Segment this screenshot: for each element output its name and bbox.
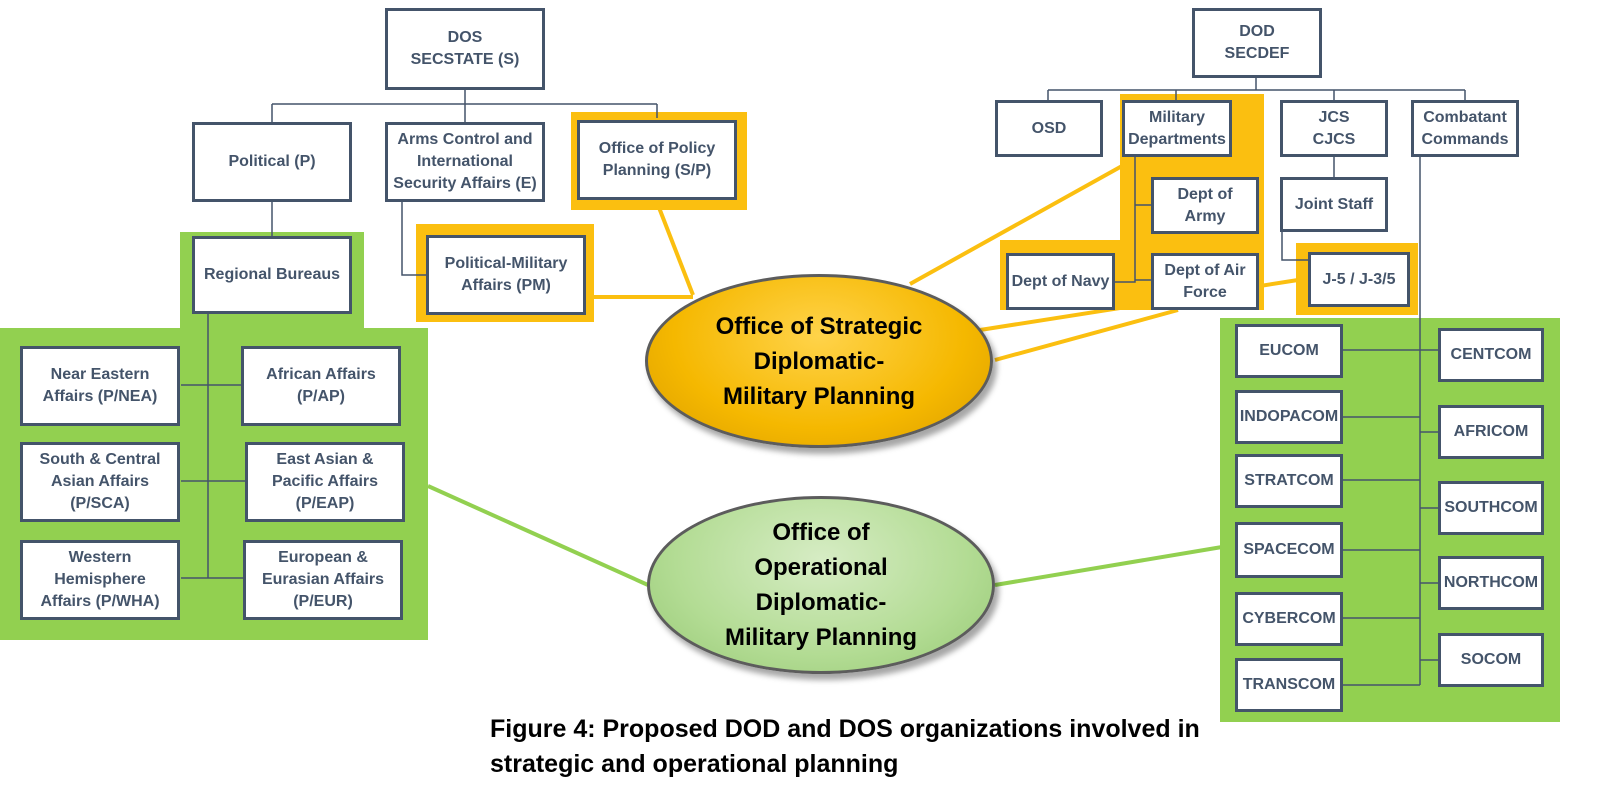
indopacom-box: INDOPACOM <box>1235 390 1343 444</box>
combatant-commands-box: Combatant Commands <box>1411 100 1519 157</box>
cybercom-box: CYBERCOM <box>1235 592 1343 646</box>
southcom-box: SOUTHCOM <box>1438 481 1544 535</box>
joint-staff-box: Joint Staff <box>1280 177 1388 232</box>
operational-connectors <box>427 484 1223 587</box>
socom-box: SOCOM <box>1438 633 1544 687</box>
dept-army-box: Dept of Army <box>1151 177 1259 234</box>
office-operational-planning-oval: Office of Operational Diplomatic- Milita… <box>647 496 995 674</box>
dos-secstate-box: DOS SECSTATE (S) <box>385 8 545 90</box>
european-eurasian-affairs-box: European & Eurasian Affairs (P/EUR) <box>243 540 403 620</box>
dod-secdef-box: DOD SECDEF <box>1192 8 1322 78</box>
military-departments-box: Military Departments <box>1122 100 1232 157</box>
south-central-asian-affairs-box: South & Central Asian Affairs (P/SCA) <box>20 442 180 522</box>
transcom-box: TRANSCOM <box>1235 658 1343 712</box>
office-strategic-planning-oval: Office of Strategic Diplomatic- Military… <box>645 274 993 448</box>
j5-box: J-5 / J-3/5 <box>1308 252 1410 307</box>
arms-control-box: Arms Control and International Security … <box>385 122 545 202</box>
western-hemisphere-affairs-box: Western Hemisphere Affairs (P/WHA) <box>20 540 180 620</box>
northcom-box: NORTHCOM <box>1438 556 1544 610</box>
osd-box: OSD <box>995 100 1103 157</box>
centcom-box: CENTCOM <box>1438 328 1544 382</box>
stratcom-box: STRATCOM <box>1235 454 1343 508</box>
dept-navy-box: Dept of Navy <box>1006 253 1115 310</box>
african-affairs-box: African Affairs (P/AP) <box>241 346 401 426</box>
dept-air-force-box: Dept of Air Force <box>1151 253 1259 310</box>
policy-planning-box: Office of Policy Planning (S/P) <box>577 120 737 200</box>
tree-lines <box>181 78 1466 686</box>
eucom-box: EUCOM <box>1235 324 1343 378</box>
africom-box: AFRICOM <box>1438 405 1544 459</box>
political-box: Political (P) <box>192 122 352 202</box>
spacecom-box: SPACECOM <box>1235 522 1343 578</box>
figure-caption: Figure 4: Proposed DOD and DOS organizat… <box>490 715 1200 778</box>
political-military-box: Political-Military Affairs (PM) <box>426 235 586 315</box>
east-asian-pacific-affairs-box: East Asian & Pacific Affairs (P/EAP) <box>245 442 405 522</box>
jcs-cjcs-box: JCS CJCS <box>1280 100 1388 157</box>
near-eastern-affairs-box: Near Eastern Affairs (P/NEA) <box>20 346 180 426</box>
regional-bureaus-box: Regional Bureaus <box>192 236 352 314</box>
